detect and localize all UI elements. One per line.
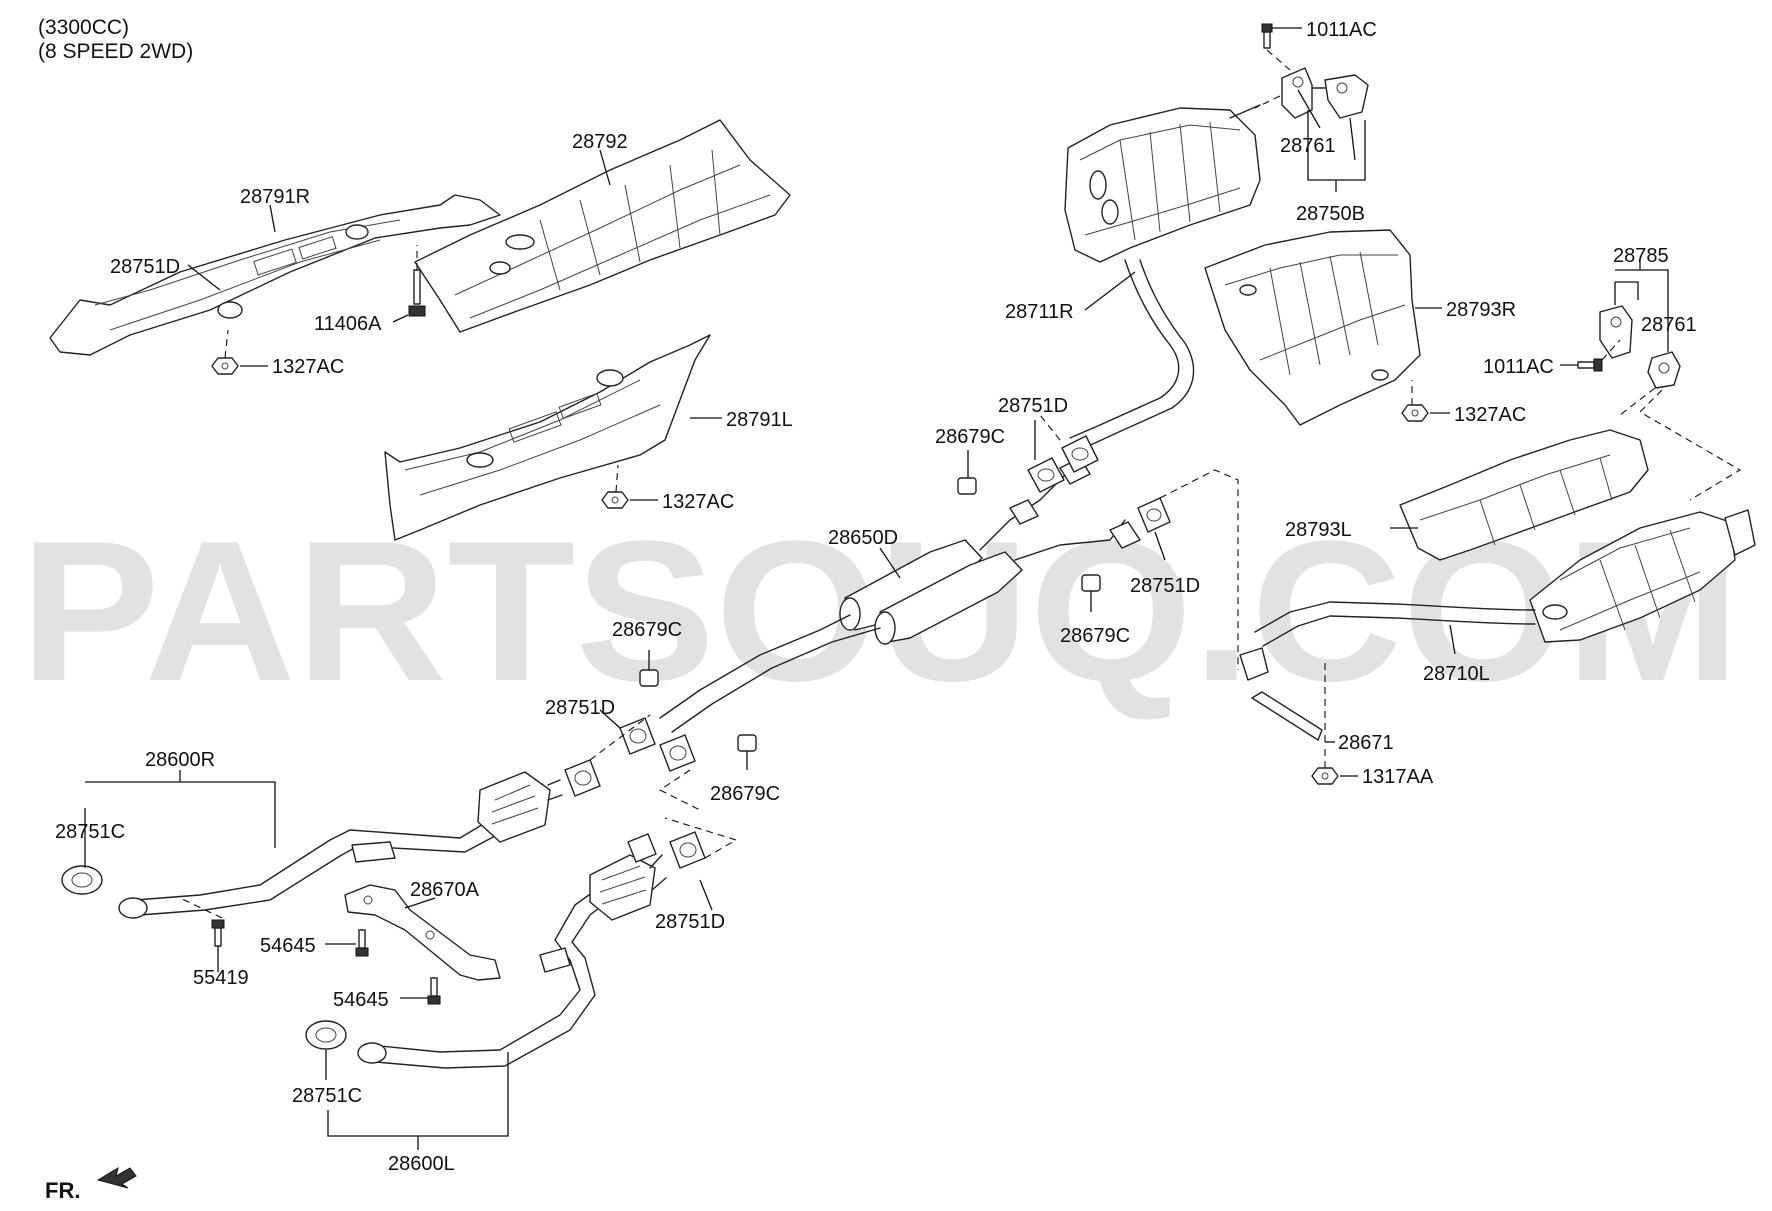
leader-lines [84, 27, 1742, 1150]
rubber-block-28679C-lower[interactable] [737, 734, 757, 752]
callout-1011AC-right[interactable]: 1011AC [1483, 356, 1554, 378]
callout-54645-lower[interactable]: 54645 [333, 989, 389, 1011]
callout-28793R[interactable]: 28793R [1446, 299, 1516, 321]
muffler-28710L[interactable] [1529, 509, 1756, 643]
callout-1327AC-left[interactable]: 1327AC [272, 356, 344, 378]
callout-28751C-lower[interactable]: 28751C [292, 1085, 362, 1107]
front-pipe-28600L[interactable] [357, 833, 667, 1069]
callout-28751D-upper[interactable]: 28751D [998, 395, 1068, 417]
callout-28751D-lower[interactable]: 28751D [655, 911, 725, 933]
callout-1011AC-top[interactable]: 1011AC [1306, 19, 1377, 41]
callout-28600L[interactable]: 28600L [388, 1153, 455, 1175]
rubber-block-28679C-center[interactable] [1081, 574, 1101, 592]
callout-54645-upper[interactable]: 54645 [260, 935, 316, 957]
hanger-tab-center[interactable] [351, 841, 396, 863]
callout-28793L[interactable]: 28793L [1285, 519, 1352, 541]
bracket-28670A[interactable] [344, 884, 501, 981]
callout-28679C-left[interactable]: 28679C [612, 619, 682, 641]
callout-28791L[interactable]: 28791L [726, 409, 793, 431]
hanger-bracket-28785[interactable] [1599, 305, 1633, 359]
heat-protector-28793R[interactable] [1204, 229, 1421, 426]
nut-1327AC-left[interactable] [211, 357, 239, 375]
callout-28761-right[interactable]: 28761 [1641, 314, 1697, 336]
callout-28785[interactable]: 28785 [1613, 245, 1669, 267]
callout-28670A[interactable]: 28670A [410, 879, 480, 901]
gasket-28751D-lower[interactable] [669, 831, 706, 869]
bolt-55419[interactable] [211, 919, 225, 947]
nut-1317AA[interactable] [1311, 767, 1339, 785]
callout-28751D-left[interactable]: 28751D [545, 697, 615, 719]
gasket-28751D-left[interactable] [564, 717, 696, 797]
front-pipe-28600R[interactable] [118, 771, 563, 919]
callout-28671[interactable]: 28671 [1338, 732, 1394, 754]
gasket-28751D-right[interactable] [1137, 497, 1171, 533]
callout-28751D-right[interactable]: 28751D [1130, 575, 1200, 597]
rubber-block-28679C-left[interactable] [639, 669, 659, 687]
heat-protector-28791R[interactable] [49, 194, 501, 356]
callout-55419[interactable]: 55419 [193, 967, 249, 989]
bolt-54645-lower[interactable] [427, 977, 441, 1005]
gasket-28751C-upper[interactable] [61, 865, 103, 895]
gasket-28751C-lower[interactable] [305, 1020, 347, 1050]
callout-1327AC-mid[interactable]: 1327AC [662, 491, 734, 513]
bolt-1011AC-top[interactable] [1261, 23, 1273, 49]
transmission-spec-label: (8 SPEED 2WD) [38, 40, 194, 63]
callout-1317AA[interactable]: 1317AA [1362, 766, 1434, 788]
nut-1327AC-mid[interactable] [601, 491, 629, 509]
callout-28679C-upper[interactable]: 28679C [935, 426, 1005, 448]
callout-28679C-lower[interactable]: 28679C [710, 783, 780, 805]
callout-1327AC-right[interactable]: 1327AC [1454, 404, 1526, 426]
muffler-28711R[interactable] [1064, 104, 1261, 263]
bolt-11406A[interactable] [408, 269, 426, 317]
callout-28750B[interactable]: 28750B [1296, 203, 1365, 225]
callout-28761-top[interactable]: 28761 [1280, 135, 1336, 157]
callout-28711R[interactable]: 28711R [1005, 301, 1074, 323]
callout-28792[interactable]: 28792 [572, 131, 628, 153]
front-marker-label: FR. [45, 1178, 80, 1203]
tail-pipe-28710L[interactable] [1239, 601, 1536, 681]
hanger-28761-right[interactable] [1647, 351, 1681, 389]
nut-1327AC-right[interactable] [1401, 404, 1429, 422]
callout-28751D-sheet[interactable]: 28751D [110, 256, 180, 278]
callout-11406A[interactable]: 11406A [314, 313, 382, 335]
callout-28791R[interactable]: 28791R [240, 186, 310, 208]
bolt-54645-upper[interactable] [355, 929, 369, 957]
gasket-28751D-upper[interactable] [1027, 435, 1099, 493]
heat-protector-28792[interactable] [414, 119, 791, 333]
front-arrow-icon [96, 1166, 137, 1189]
center-muffler-28650D[interactable] [659, 457, 1141, 733]
callout-28679C-center[interactable]: 28679C [1060, 625, 1130, 647]
callout-28751C-upper[interactable]: 28751C [55, 821, 125, 843]
callout-28650D[interactable]: 28650D [828, 527, 898, 549]
bolt-1011AC-right[interactable] [1577, 358, 1603, 372]
callout-28600R[interactable]: 28600R [145, 749, 215, 771]
rubber-hanger-28671[interactable] [1251, 691, 1323, 741]
heat-protector-28791L[interactable] [384, 334, 711, 541]
tail-pipe-28711R[interactable] [1069, 259, 1195, 451]
hanger-bracket-28761-top[interactable] [1281, 67, 1369, 119]
rubber-block-28679C-upper[interactable] [957, 477, 977, 495]
engine-spec-label: (3300CC) [38, 16, 130, 39]
heat-protector-28793L[interactable] [1399, 429, 1649, 561]
callout-28710L[interactable]: 28710L [1423, 663, 1490, 685]
